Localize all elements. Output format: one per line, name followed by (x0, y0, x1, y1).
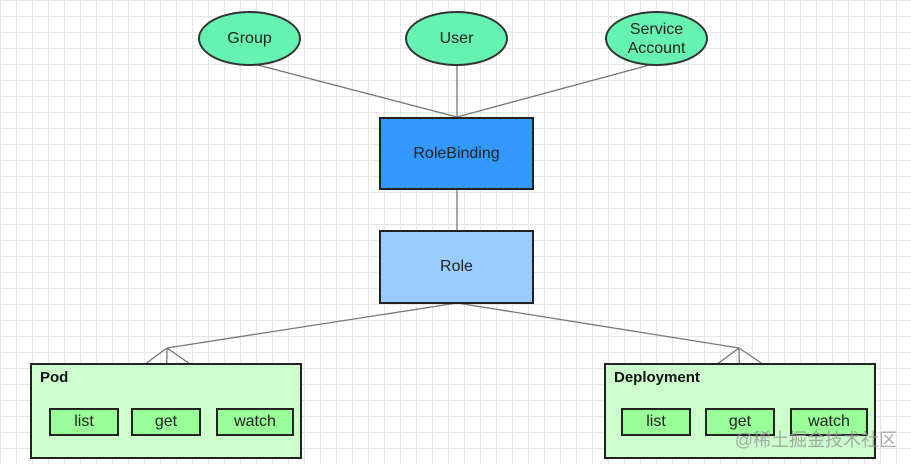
pod-verb-watch: watch (216, 408, 294, 436)
service-account-label: Service Account (627, 20, 686, 57)
pod-title: Pod (40, 369, 69, 386)
deployment-verb-get: get (705, 408, 775, 436)
edge-serviceaccount-rolebinding (456, 62, 658, 118)
group-node: Group (198, 11, 301, 66)
pod-verb-list: list (49, 408, 119, 436)
user-node: User (405, 11, 508, 66)
edge-group-rolebinding (249, 62, 458, 118)
role-label: Role (440, 258, 473, 275)
edge-role-pod (166, 302, 458, 349)
deployment-title: Deployment (614, 369, 700, 386)
verb-label: list (74, 413, 94, 430)
deployment-verb-watch: watch (790, 408, 868, 436)
deployment-verb-list: list (621, 408, 691, 436)
group-label: Group (227, 30, 272, 47)
verb-label: get (154, 413, 178, 430)
verb-label: list (646, 413, 666, 430)
rolebinding-node: RoleBinding (379, 117, 534, 190)
rolebinding-label: RoleBinding (413, 144, 500, 162)
pod-verb-get: get (131, 408, 201, 436)
edge-role-deployment (456, 302, 740, 349)
verb-label: get (728, 413, 752, 430)
watermark: @稀土掘金技术社区 (734, 430, 897, 450)
user-label: User (439, 30, 474, 47)
verb-label: watch (808, 413, 850, 430)
verb-label: watch (234, 413, 276, 430)
role-node: Role (379, 230, 534, 304)
service-account-node: Service Account (605, 11, 708, 66)
